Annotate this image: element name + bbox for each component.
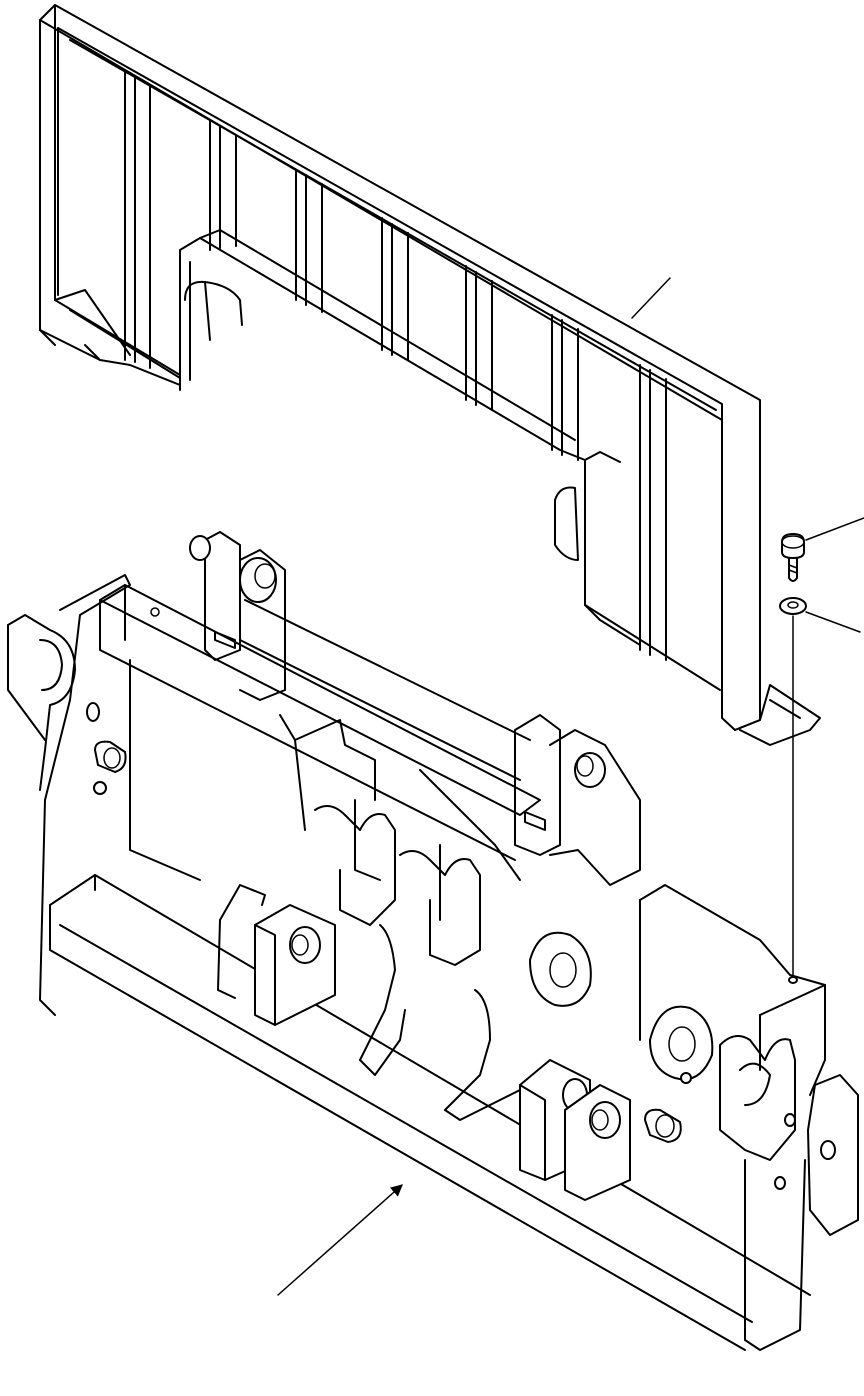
guard-frame xyxy=(40,5,820,745)
quick-coupler-carriage xyxy=(8,532,858,1350)
hex-bolt xyxy=(782,534,804,581)
leader-washer xyxy=(806,612,860,632)
leader-lines xyxy=(278,278,864,1295)
flat-washer xyxy=(780,598,806,614)
leader-bolt xyxy=(806,518,864,540)
leader-coupler-carriage-arrow xyxy=(278,1184,403,1295)
leader-guard-frame xyxy=(632,278,670,318)
